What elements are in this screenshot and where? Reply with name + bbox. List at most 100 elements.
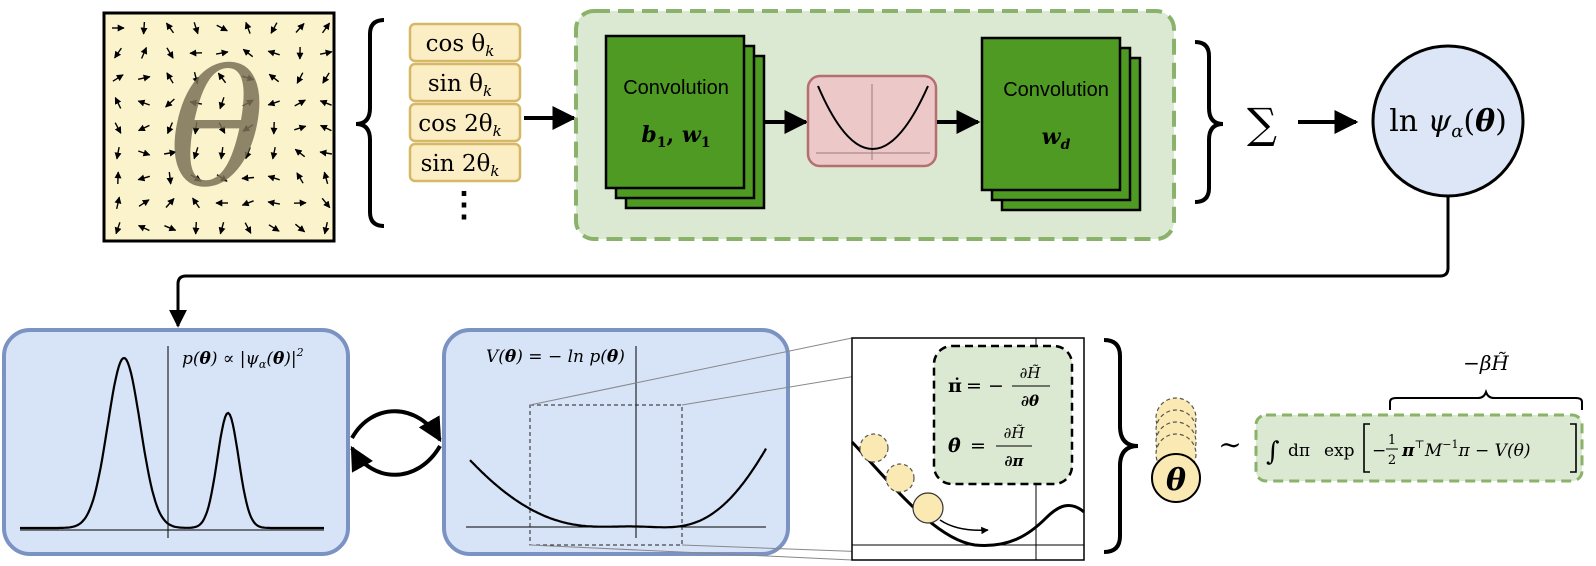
feature-sin-2theta: sin 2θk <box>408 142 522 183</box>
right-bracket <box>1570 423 1577 473</box>
eq2-lhs: θ̇ <box>948 435 961 457</box>
spin-arrow <box>319 124 332 132</box>
spin-arrow <box>192 197 200 209</box>
mass-matrix: M <box>1424 441 1443 461</box>
spin-arrow <box>165 22 175 34</box>
spin-arrow <box>294 124 307 132</box>
left-bracket <box>1363 423 1370 473</box>
spin-arrow <box>114 222 122 235</box>
spin-arrow <box>218 222 226 235</box>
spin-arrow <box>192 221 200 235</box>
prob-label-alpha: α <box>259 358 267 371</box>
sample-theta: θ <box>1166 463 1186 498</box>
svg-text:p(θ) ∝ |ψα(θ)|2: p(θ) ∝ |ψα(θ)|2 <box>182 346 304 371</box>
spin-arrow <box>244 147 252 160</box>
spin-arrow <box>192 22 200 35</box>
eq2-num: ∂H̃ <box>1004 424 1026 442</box>
spin-arrow <box>192 72 200 85</box>
spin-arrow <box>137 74 151 82</box>
svg-text:dπ: dπ <box>1288 441 1310 461</box>
spin-arrow <box>241 174 255 182</box>
feature-label: sin 2θ <box>421 151 491 177</box>
spin-arrow <box>218 122 226 134</box>
spin-arrow <box>319 99 332 107</box>
spin-arrow <box>138 199 150 207</box>
spin-arrow <box>140 46 148 59</box>
pot-label-theta2: θ <box>607 347 619 367</box>
integral-sign: ∫ <box>1266 437 1280 467</box>
spin-arrow <box>322 72 330 84</box>
spin-arrow <box>216 174 228 182</box>
spin-arrow <box>164 224 177 232</box>
zoom-window <box>529 404 683 546</box>
prob-label-mid2: ( <box>266 349 273 369</box>
spin-arrow <box>114 196 122 210</box>
svg-text:sin θk: sin θk <box>428 71 492 100</box>
hamilton-equations: π̇ = − ∂H̃ ∂θ θ̇ = ∂H̃ ∂π <box>932 344 1074 486</box>
prob-label-end: )| <box>283 349 296 369</box>
spin-arrow <box>268 73 280 83</box>
prob-label-pre: p( <box>182 349 200 369</box>
spin-arrow <box>114 47 122 59</box>
svg-text:cos 2θk: cos 2θk <box>418 111 501 140</box>
particle-trajectory-arrow <box>939 519 989 535</box>
spin-arrow <box>166 72 174 84</box>
feature-cos-2theta: cos 2θk <box>408 102 522 143</box>
conv-2-param-w: w <box>1042 124 1062 150</box>
particle-ghost <box>859 433 889 463</box>
output-theta: θ <box>1475 104 1495 139</box>
spin-arrow <box>137 99 150 107</box>
exp-label: exp <box>1324 441 1355 461</box>
spin-arrow <box>267 99 280 107</box>
d-pi: dπ <box>1288 441 1310 461</box>
conv-1-sep: , <box>667 122 682 148</box>
spin-arrow <box>218 147 226 160</box>
partition-function: −βH̃ ∫ dπ exp − 1 2 π⊤M−1π − V(θ) <box>1254 351 1584 483</box>
spin-arrow <box>319 149 333 157</box>
spin-arrow <box>321 197 331 209</box>
sample-stack: θ <box>1151 397 1201 503</box>
hamiltonian-label: −βH̃ <box>1463 351 1509 375</box>
spin-arrow <box>112 74 124 82</box>
spin-arrow <box>192 147 200 160</box>
spin-arrow <box>218 97 226 110</box>
spin-arrow <box>268 224 280 232</box>
feature-ellipsis: ⋮ <box>447 185 481 225</box>
input-field: θ <box>102 11 336 243</box>
feature-label: cos 2θ <box>418 111 492 137</box>
svg-text:V(θ) = − ln p(θ): V(θ) = − ln p(θ) <box>486 347 625 367</box>
spin-arrow <box>114 122 122 134</box>
activation-function <box>806 74 938 168</box>
feature-label: sin θ <box>428 71 483 97</box>
spin-arrow <box>137 224 150 232</box>
spin-arrow <box>267 199 281 207</box>
svg-text:π⊤M−1π − V(θ): π⊤M−1π − V(θ) <box>1401 438 1530 461</box>
particle <box>912 492 944 524</box>
probability-curve <box>20 356 324 530</box>
spin-arrow <box>140 21 148 35</box>
prob-label-theta: θ <box>200 349 212 369</box>
feature-cos-theta: cos θk <box>408 22 522 63</box>
eq1-lhs: π̇ <box>948 375 962 397</box>
spin-arrows <box>112 21 333 235</box>
feature-subscript: k <box>490 162 499 180</box>
eq2-eq: = <box>970 435 986 457</box>
spin-arrow <box>241 199 254 207</box>
prob-label-mid: ) ∝ |ψ <box>210 349 260 369</box>
input-field-theta: θ <box>169 36 265 223</box>
quad-pi: π <box>1401 441 1415 461</box>
spin-arrow <box>242 74 255 82</box>
conv-block-1: Convolution b1, w1 <box>604 34 766 210</box>
feature-subscript: k <box>485 42 494 60</box>
pot-label-end: ) = − ln p( <box>515 347 607 367</box>
probability-panel: p(θ) ∝ |ψα(θ)|2 <box>2 328 350 556</box>
svg-text:cos θk: cos θk <box>426 31 495 60</box>
features-brace <box>355 18 385 228</box>
spin-arrow <box>244 21 252 34</box>
spin-arrow <box>322 171 330 184</box>
spin-arrow <box>295 22 305 33</box>
feature-subscript: k <box>483 82 492 100</box>
potential-panel: V(θ) = − ln p(θ) <box>442 328 790 556</box>
svg-text:sin 2θk: sin 2θk <box>421 151 500 180</box>
eq1-den: ∂θ <box>1021 392 1039 410</box>
